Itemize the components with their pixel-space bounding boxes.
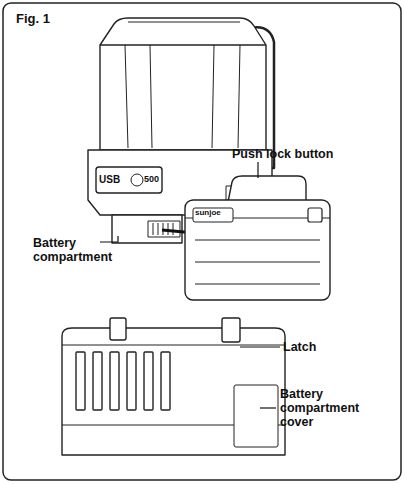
push-lock-button [228, 176, 306, 202]
part-label: Battery compartment cover [280, 387, 380, 429]
badge-text: 500 [144, 174, 164, 184]
cover-body [62, 328, 285, 455]
left-latch [110, 318, 126, 340]
battery-pack [185, 176, 330, 300]
compartment-cover [62, 318, 285, 455]
part-label: Battery compartment [33, 236, 113, 264]
brand-text: sunjoe [195, 209, 235, 218]
right-latch [222, 318, 240, 342]
lantern-top [100, 18, 266, 150]
part-label: Push lock button [232, 147, 372, 161]
battery-body [185, 200, 330, 300]
figure-title: Fig. 1 [16, 12, 50, 27]
badge-text: USB [99, 174, 131, 185]
figure-border [3, 3, 401, 480]
leader-lines [100, 162, 280, 408]
part-label: Latch [283, 340, 343, 354]
battery-compartment [112, 215, 182, 243]
